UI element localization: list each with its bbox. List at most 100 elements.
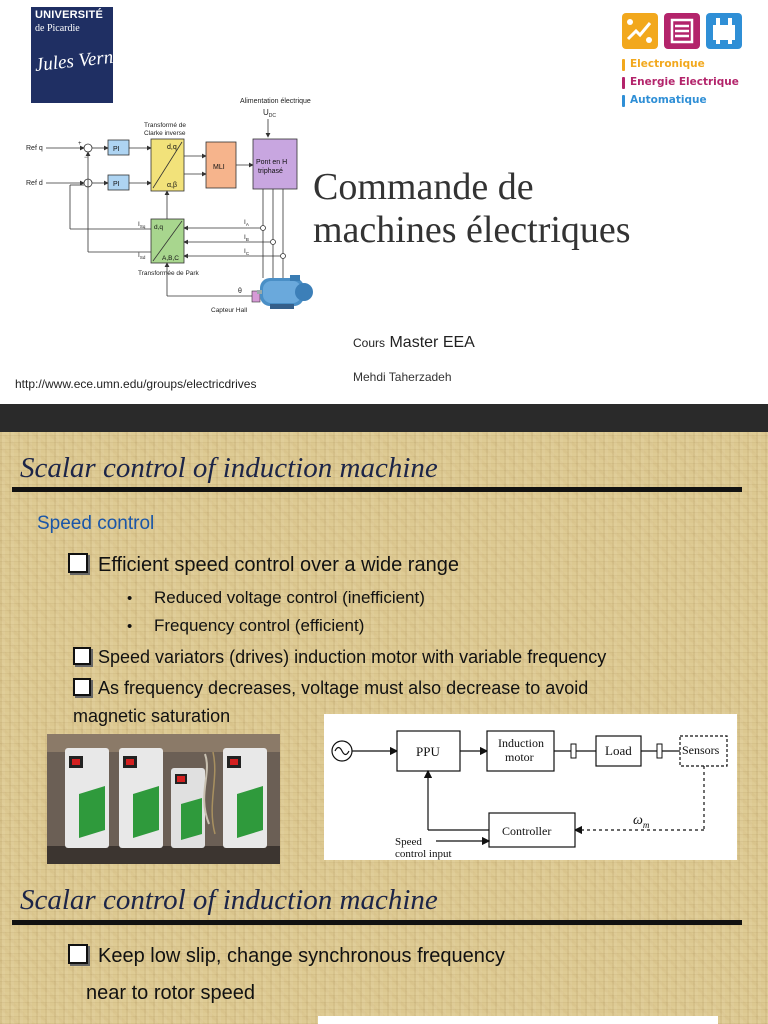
item-keep-low-slip-text: Keep low slip, change synchronous freque… [98, 945, 505, 967]
ic-label: IC [244, 248, 250, 256]
plot-area [318, 1016, 718, 1024]
isd-label: ISd [138, 252, 146, 260]
sum-junction-q [83, 143, 93, 153]
motor-icon [257, 275, 313, 309]
pi-block-d [107, 174, 130, 191]
slide2-subtitle: Speed control [37, 513, 155, 534]
slide2-title: Scalar control of induction machine [20, 452, 438, 484]
speed-input-label-2: control input [395, 848, 452, 860]
course-line: Cours Master EEA [353, 334, 475, 352]
controller-block [488, 812, 576, 848]
slide-separator [0, 404, 768, 432]
clarke-ab: α,β [167, 182, 177, 189]
item-keep-low-slip: Keep low slip, change synchronous freque… [68, 944, 505, 968]
sensors-block [679, 735, 728, 767]
title-line-2: machines électriques [313, 209, 631, 251]
university-name: UNIVERSITÉ [35, 9, 104, 21]
checkbox-icon [73, 678, 91, 696]
bullet-icon: • [127, 590, 133, 607]
hall-label: Capteur Hall [211, 307, 248, 314]
automation-icon [706, 13, 742, 49]
item-near-rotor-speed: near to rotor speed [86, 982, 255, 1004]
energy-bar [622, 77, 625, 89]
bridge-label-1: Pont en H [256, 159, 287, 166]
item-speed-range: Efficient speed control over a wide rang… [68, 553, 459, 577]
item-speed-variators-text: Speed variators (drives) induction motor… [98, 647, 607, 667]
university-logo: UNIVERSITÉ de Picardie Jules Verne [31, 7, 123, 103]
pi-q-label: PI [113, 146, 120, 153]
plus-sign: + [78, 141, 82, 147]
slide2-title-rule [12, 487, 742, 492]
theta-label: θ [238, 288, 242, 295]
course-name: Master EEA [389, 334, 475, 351]
shaft-coupling [570, 743, 577, 759]
main-title: Commande de machines électriques [313, 166, 631, 252]
vector-control-diagram: Alimentation électrique UDC Ref q Ref d … [26, 98, 313, 314]
mli-block [205, 141, 237, 189]
author-name: Mehdi Taherzadeh [353, 370, 452, 384]
isq-label: ISq [138, 221, 146, 229]
item-frequency-decrease-text: As frequency decreases, voltage must als… [98, 678, 589, 698]
h-bridge-block [252, 138, 298, 190]
item-speed-variators: Speed variators (drives) induction motor… [73, 647, 606, 668]
drive-unit [119, 748, 163, 848]
title-slide: UNIVERSITÉ de Picardie Jules Verne Elect… [0, 0, 768, 404]
electronics-bar [622, 59, 625, 71]
source-url: http://www.ece.umn.edu/groups/electricdr… [15, 377, 257, 391]
minus-sign: − [84, 155, 88, 161]
automation-bar [622, 95, 625, 107]
electronics-icon [622, 13, 658, 49]
university-script: Jules Verne [33, 45, 123, 76]
checkbox-icon [73, 647, 91, 665]
pi-block-q [107, 139, 130, 156]
speed-input-label-1: Speed [395, 836, 422, 848]
park-label: Transformée de Park [138, 270, 200, 277]
ia-label: IA [244, 219, 249, 227]
drive-unit [65, 748, 109, 848]
dept-automation: Automatique [630, 94, 707, 106]
udc-label: UDC [263, 108, 276, 119]
drive-unit [171, 768, 205, 848]
drive-unit [223, 748, 267, 848]
clarke-label-1: Transformé de [144, 122, 186, 129]
ib-label: IB [244, 234, 249, 242]
pi-d-label: PI [113, 181, 120, 188]
checkbox-icon [68, 944, 88, 964]
checkbox-icon [68, 553, 88, 573]
park-dq: d,q [154, 224, 163, 231]
title-line-1: Commande de [313, 166, 534, 208]
slide3-title-rule [12, 920, 742, 925]
university-line2: de Picardie [35, 23, 80, 34]
sensors-label: Sensors [682, 743, 720, 757]
energy-icon [664, 13, 700, 49]
park-abc: A,B,C [162, 255, 179, 262]
ref-q-label: Ref q [26, 145, 43, 152]
bridge-label-2: triphasé [258, 168, 283, 175]
dept-electronics: Electronique [630, 58, 705, 70]
speed-control-block-diagram: PPU Induction motor Load Sensors ωm Cont… [324, 714, 737, 860]
omega-label: ωm [633, 813, 650, 830]
controller-label: Controller [502, 824, 551, 838]
item-magnetic-saturation: magnetic saturation [73, 706, 231, 726]
load-block [595, 735, 642, 767]
sub-item-reduced-voltage: Reduced voltage control (inefficient) [154, 588, 425, 607]
ppu-label: PPU [416, 744, 440, 759]
clarke-dq: d,q [167, 144, 177, 151]
ppu-block [396, 730, 461, 772]
hall-sensor [251, 290, 261, 303]
load-label: Load [605, 743, 632, 758]
motor-label-2: motor [505, 750, 534, 764]
drives-photo [47, 734, 280, 864]
bullet-icon: • [127, 618, 133, 635]
item-speed-range-text: Efficient speed control over a wide rang… [98, 554, 459, 576]
department-logo: Electronique Energie Electrique Automati… [622, 13, 768, 113]
mli-label: MLI [213, 164, 225, 171]
supply-label: Alimentation électrique [240, 98, 311, 105]
motor-label-1: Induction [498, 736, 544, 750]
sub-item-frequency: Frequency control (efficient) [154, 616, 365, 635]
course-prefix: Cours [353, 336, 386, 350]
dept-energy: Energie Electrique [630, 76, 739, 88]
clarke-label-2: Clarke inverse [144, 130, 186, 137]
content-slide: Scalar control of induction machine Spee… [0, 432, 768, 1024]
induction-motor-block [486, 730, 555, 772]
